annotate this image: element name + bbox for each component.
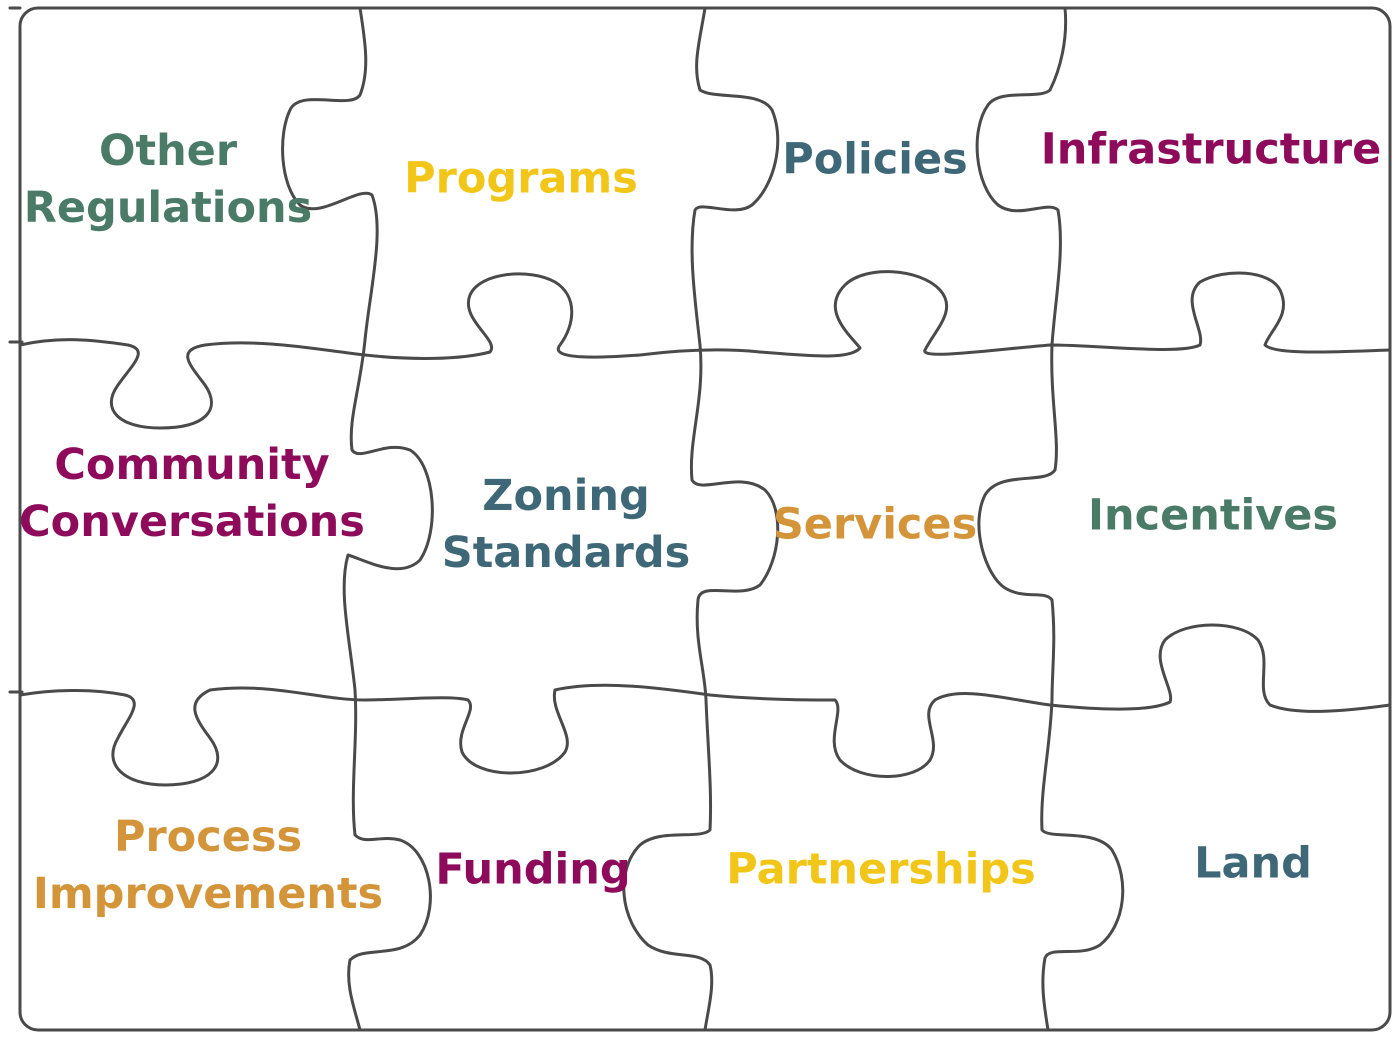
horizontal-seam-bottom: [18, 623, 1392, 787]
piece-label-infrastructure: Infrastructure: [1041, 122, 1382, 179]
piece-label-line: Conversations: [19, 497, 365, 547]
piece-label-other-regulations: Other Regulations: [24, 123, 312, 237]
piece-label-line: Partnerships: [726, 844, 1036, 895]
piece-label-funding: Funding: [435, 842, 630, 899]
piece-label-line: Incentives: [1088, 490, 1338, 541]
piece-label-line: Standards: [441, 528, 691, 578]
piece-label-line: Services: [772, 499, 978, 550]
piece-label-line: Process: [113, 812, 303, 862]
piece-label-programs: Programs: [404, 151, 638, 208]
piece-label-services: Services: [773, 497, 977, 554]
piece-label-line: Community: [54, 440, 330, 490]
vertical-seam-left: [281, 6, 434, 1032]
vertical-seam-middle: [622, 6, 780, 1032]
piece-label-policies: Policies: [782, 132, 968, 189]
piece-label-line: Funding: [435, 844, 631, 895]
piece-label-line: Land: [1194, 838, 1312, 889]
piece-label-line: Regulations: [23, 183, 313, 233]
piece-label-community-conversations: Community Conversations: [19, 437, 365, 551]
piece-label-line: Zoning: [482, 471, 650, 521]
piece-label-zoning-standards: Zoning Standards: [442, 468, 691, 582]
piece-label-line: Programs: [404, 153, 638, 204]
piece-label-line: Policies: [782, 134, 968, 185]
piece-label-land: Land: [1194, 836, 1312, 893]
vertical-seam-right: [975, 6, 1125, 1032]
piece-label-line: Other: [98, 126, 238, 176]
piece-label-incentives: Incentives: [1088, 488, 1338, 545]
frame-tick: [8, 6, 24, 694]
horizontal-seam-top: [18, 270, 1392, 430]
piece-label-process-improvements: Process Improvements: [33, 809, 383, 923]
piece-label-partnerships: Partnerships: [726, 842, 1035, 899]
piece-label-line: Improvements: [32, 869, 384, 919]
piece-label-line: Infrastructure: [1040, 124, 1382, 175]
